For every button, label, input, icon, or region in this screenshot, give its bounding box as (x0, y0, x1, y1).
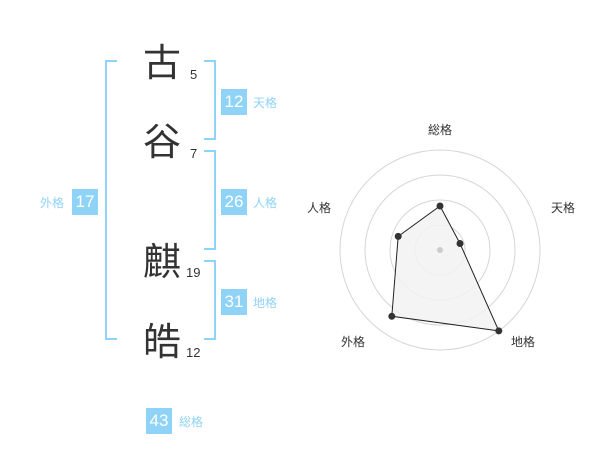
radar-axis-label-jinkaku: 人格 (307, 201, 332, 215)
soukaku-label: 総格 (179, 415, 204, 429)
radar-grid-ring-3 (364, 174, 516, 326)
radar-axis-label-tenkaku: 天格 (551, 201, 576, 215)
name-char-4: 皓 (143, 320, 182, 364)
radar-point-3 (388, 312, 396, 320)
jinkaku-value-badge: 26 (221, 189, 247, 215)
chikaku-label: 地格 (253, 296, 278, 310)
name-char-2: 谷 (143, 120, 182, 164)
radar-point-4 (394, 232, 402, 240)
gaikaku-bracket (105, 60, 117, 340)
gaikaku-value-badge: 17 (72, 189, 98, 215)
radar-axis-label-chikaku: 地格 (511, 335, 536, 349)
tenkaku-value-badge: 12 (221, 89, 247, 115)
stroke-count-2: 7 (190, 146, 198, 161)
radar-axis-label-soukaku: 総格 (428, 123, 453, 137)
tenkaku-label: 天格 (253, 96, 278, 110)
jinkaku-bracket (204, 150, 216, 250)
radar-axis-label-gaikaku: 外格 (341, 335, 366, 349)
radar-point-0 (436, 202, 444, 210)
radar-point-1 (456, 240, 464, 247)
radar-point-2 (495, 327, 503, 335)
radar-series-polygon (391, 205, 500, 332)
stroke-count-1: 5 (190, 67, 198, 82)
chikaku-value-badge: 31 (221, 289, 247, 315)
name-char-1: 古 (143, 41, 182, 85)
chikaku-bracket (204, 260, 216, 340)
soukaku-value-badge: 43 (146, 408, 172, 434)
gaikaku-label: 外格 (40, 196, 65, 210)
radar-center-point (437, 247, 443, 253)
stroke-count-4: 12 (186, 345, 201, 360)
stroke-count-3: 19 (186, 265, 201, 280)
name-char-3: 麒 (143, 240, 182, 284)
tenkaku-bracket (204, 60, 216, 140)
jinkaku-label: 人格 (253, 196, 278, 210)
